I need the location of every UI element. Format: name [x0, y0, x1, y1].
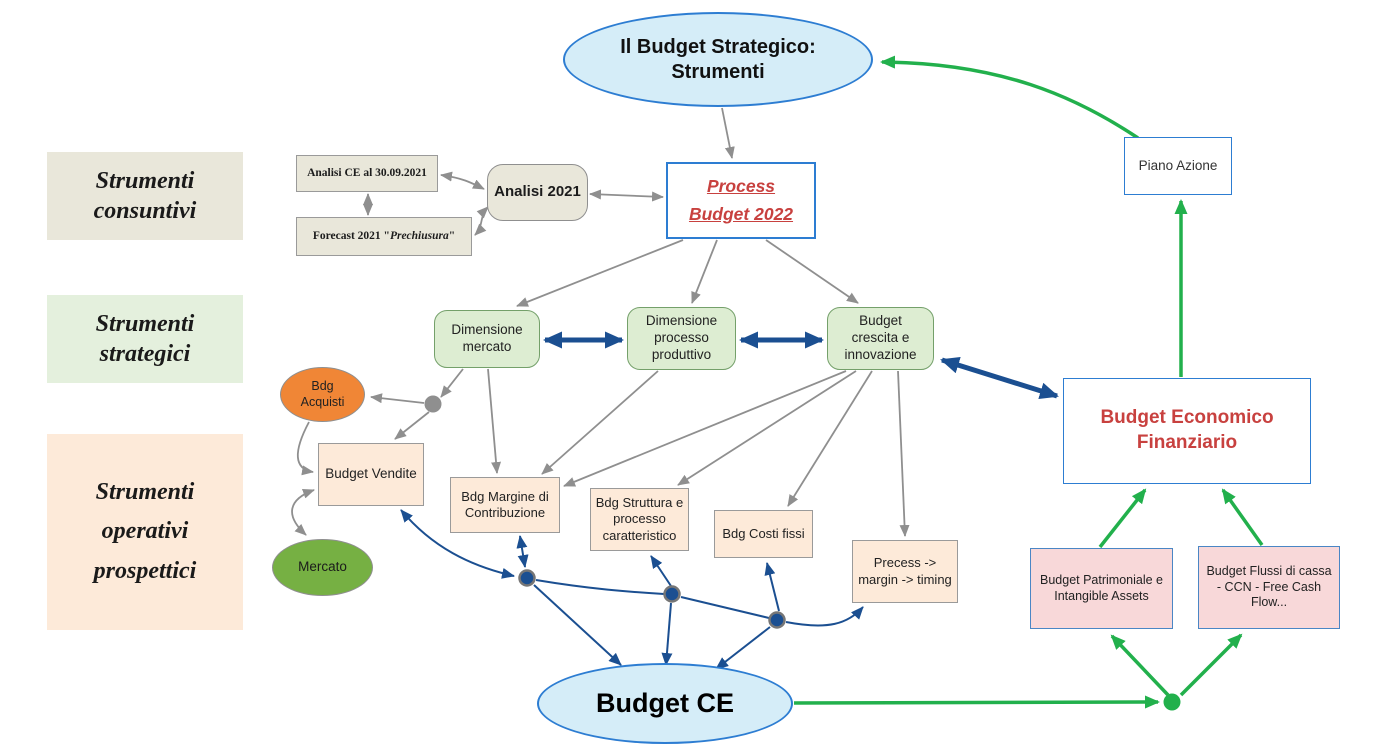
budget-crescita-box: Budget crescita e innovazione: [827, 307, 934, 370]
gray-junction-dot: [424, 395, 442, 413]
title-ellipse: Il Budget Strategico: Strumenti: [563, 12, 873, 107]
arrow-dim-mercato-to-junction: [440, 368, 464, 398]
budget-flussi-box: Budget Flussi di cassa - CCN - Free Cash…: [1198, 546, 1340, 629]
arrow-dim-processo-to-margine: [541, 370, 659, 475]
arrow-flussi-bef: [1221, 488, 1264, 547]
arrow-crescita-to-precess: [897, 370, 910, 537]
arrow-piano-title: [880, 55, 1139, 140]
arrow-junction1-budgetce: [533, 584, 622, 666]
line-junction2-junction3: [680, 596, 770, 619]
arrow-patrimoniale-bef: [1098, 488, 1147, 549]
mercato-ellipse: Mercato: [272, 539, 373, 596]
precess-box: Precess -> margin -> timing: [852, 540, 958, 603]
arrow-forecast-analisi2021: [474, 206, 489, 236]
green-junction-dot: [1163, 693, 1181, 711]
arrow-margine-junction1: [516, 535, 529, 568]
arrow-junction3-costi: [764, 562, 780, 612]
arrow-acquisti-to-vendite: [296, 421, 314, 476]
arrow-greendot-patrimoniale: [1110, 634, 1170, 697]
forecast-text-suffix: ": [448, 230, 456, 243]
arrow-dim-mercato-to-margine: [487, 368, 502, 474]
arrow-junction-to-vendite: [394, 411, 430, 440]
budget-ce-ellipse: Budget CE: [537, 663, 793, 744]
arrow-junction2-budgetce: [661, 602, 673, 666]
arrow-process-to-dim-processo: [691, 239, 718, 304]
arrow-junction3-budgetce: [715, 626, 771, 670]
arrow-vendite-mercato: [291, 489, 315, 536]
forecast-text-italic: Prechiusura: [389, 230, 449, 243]
bdg-margine-box: Bdg Margine di Contribuzione: [450, 477, 560, 533]
arrow-budgetce-greendot: [793, 695, 1160, 709]
forecast-text-prefix: Forecast 2021 ": [312, 230, 390, 243]
arrow-greendot-flussi: [1179, 633, 1243, 697]
arrow-crescita-to-margine: [563, 370, 847, 487]
arrow-junction-to-acquisti: [370, 393, 425, 404]
arrow-junction2-struttura: [650, 555, 672, 587]
arrow-analisice-analisi2021: [440, 171, 485, 190]
arrow-title-to-process: [721, 107, 735, 159]
piano-azione-box: Piano Azione: [1124, 137, 1232, 195]
arrow-crescita-to-struttura: [677, 370, 857, 486]
arrow-crescita-bef-link: [940, 356, 1059, 400]
arrow-process-to-crescita: [765, 239, 859, 304]
analisi-2021-box: Analisi 2021: [487, 164, 588, 221]
lane-label-consuntivi: Strumenti consuntivi: [47, 152, 243, 240]
bdg-acquisti-ellipse: Bdg Acquisti: [280, 367, 365, 422]
budget-vendite-box: Budget Vendite: [318, 443, 424, 506]
navy-junction-dot-3: [768, 611, 786, 629]
bdg-struttura-box: Bdg Struttura e processo caratteristico: [590, 488, 689, 551]
analisi-ce-box: Analisi CE al 30.09.2021: [296, 155, 438, 192]
budget-patrimoniale-box: Budget Patrimoniale e Intangible Assets: [1030, 548, 1173, 629]
dimensione-processo-box: Dimensione processo produttivo: [627, 307, 736, 370]
navy-junction-dot-1: [518, 569, 536, 587]
arrow-process-to-dim-mercato: [516, 239, 684, 307]
arrow-junction3-precess: [785, 606, 864, 627]
lane-label-strategici: Strumenti strategici: [47, 295, 243, 383]
forecast-box: Forecast 2021 "Prechiusura": [296, 217, 472, 256]
lane-label-operativi: Strumenti operativi prospettici: [47, 434, 243, 630]
dimensione-mercato-box: Dimensione mercato: [434, 310, 540, 368]
arrow-analisi2021-process: [589, 189, 664, 202]
navy-junction-dot-2: [663, 585, 681, 603]
budget-economico-box: Budget Economico Finanziario: [1063, 378, 1311, 484]
process-budget-box: Process Budget 2022: [666, 162, 816, 239]
arrow-crescita-to-costi: [787, 370, 873, 507]
arrow-vendite-junction1: [400, 509, 515, 579]
bdg-costi-fissi-box: Bdg Costi fissi: [714, 510, 813, 558]
line-junction1-junction2: [535, 579, 665, 595]
